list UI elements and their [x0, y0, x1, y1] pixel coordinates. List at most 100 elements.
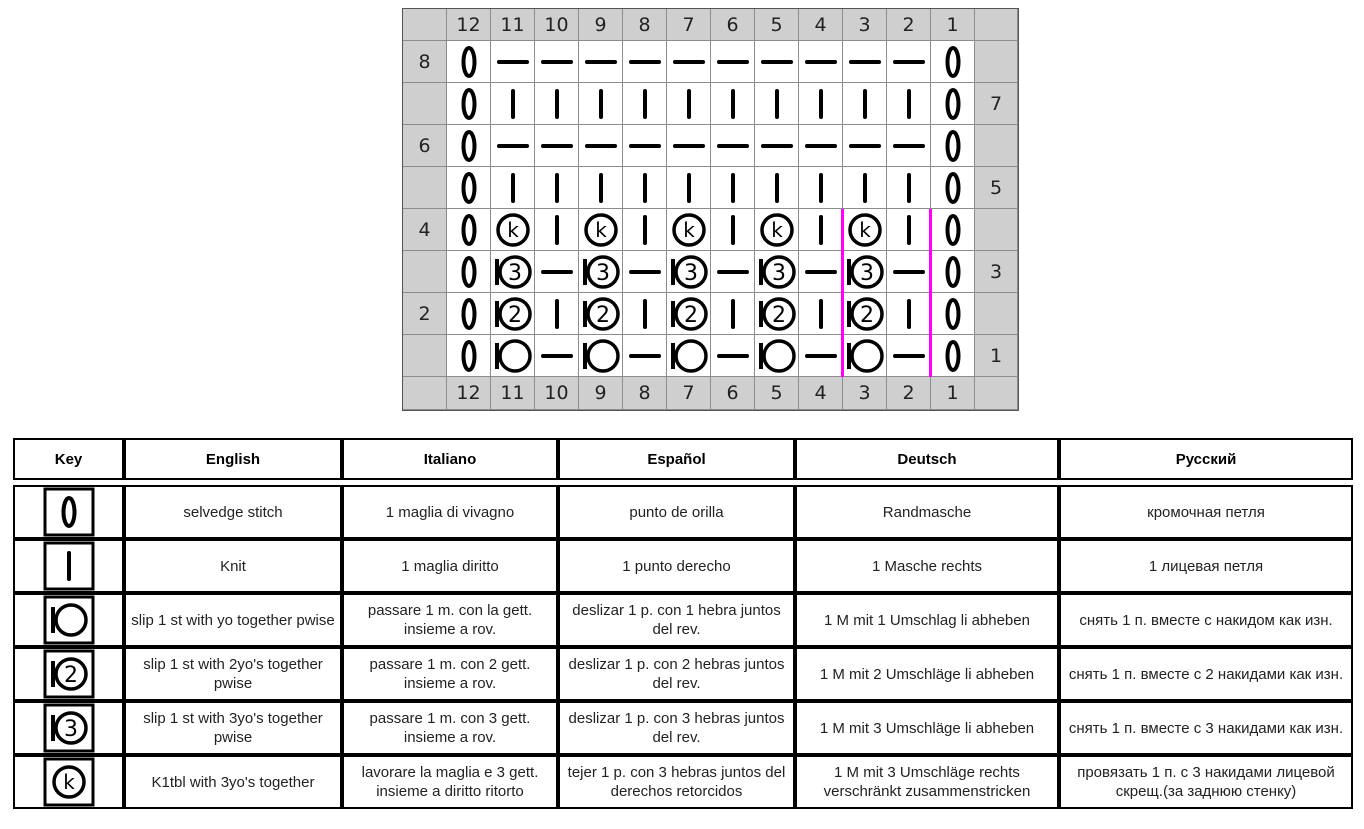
legend-text-it: passare 1 m. con 2 gett. insieme a rov.: [342, 647, 558, 701]
purl-icon: [629, 354, 661, 358]
legend-text-it: 1 maglia diritto: [342, 539, 558, 593]
sl1yo-icon: [583, 339, 620, 373]
purl-icon: [585, 144, 617, 148]
legend-text-ru: снять 1 п. вместе с накидом как изн.: [1059, 593, 1353, 647]
knit-icon: [731, 215, 735, 245]
row-number-left: [403, 251, 447, 293]
stitch-cell-selvedge: [447, 209, 491, 251]
knit-icon: [643, 173, 647, 203]
stitch-cell-sl3yo: 3: [491, 251, 535, 293]
knit-icon: [731, 299, 735, 329]
stitch-cell-knit: [623, 83, 667, 125]
purl-icon: [805, 60, 837, 64]
stitch-cell-purl: [711, 251, 755, 293]
stitch-cell-purl: [799, 41, 843, 83]
legend-text-en: selvedge stitch: [124, 485, 342, 539]
legend-text-it: passare 1 m. con la gett. insieme a rov.: [342, 593, 558, 647]
sl1yo-icon: [759, 339, 796, 373]
stitch-cell-knit: [887, 209, 931, 251]
svg-text:k: k: [595, 218, 607, 242]
purl-icon: [673, 144, 705, 148]
legend-text-de: 1 Masche rechts: [795, 539, 1059, 593]
legend-key-cell: [13, 593, 124, 647]
legend-text-ru: снять 1 п. вместе с 3 накидами как изн.: [1059, 701, 1353, 755]
svg-text:2: 2: [508, 303, 522, 328]
stitch-cell-purl: [535, 251, 579, 293]
selvedge-icon: [461, 256, 477, 288]
selvedge-icon: [461, 88, 477, 120]
purl-icon: [629, 270, 661, 274]
knit-icon: [907, 215, 911, 245]
row-number-right: 1: [975, 335, 1018, 377]
stitch-cell-selvedge: [447, 125, 491, 167]
column-number-bottom: 1: [931, 377, 975, 410]
legend-text-en: slip 1 st with yo together pwise: [124, 593, 342, 647]
stitch-cell-knit: [711, 209, 755, 251]
sl1yo-icon: [495, 339, 532, 373]
column-number-top: 4: [799, 9, 843, 41]
column-number-top: 6: [711, 9, 755, 41]
stitch-cell-purl: [843, 125, 887, 167]
knit-icon: [43, 541, 94, 591]
stitch-cell-sl2yo: 2: [667, 293, 711, 335]
purl-icon: [761, 60, 793, 64]
selvedge-icon: [461, 298, 477, 330]
svg-text:3: 3: [64, 717, 78, 742]
knit-icon: [511, 89, 515, 119]
column-number-bottom: 4: [799, 377, 843, 410]
purl-icon: [893, 144, 925, 148]
selvedge-icon: [461, 130, 477, 162]
svg-text:k: k: [683, 218, 695, 242]
k1tbl3-icon: k: [760, 213, 794, 247]
column-number-top: 3: [843, 9, 887, 41]
purl-icon: [761, 144, 793, 148]
purl-icon: [497, 144, 529, 148]
sl3yo-icon: 3: [671, 255, 708, 289]
stitch-cell-knit: [843, 83, 887, 125]
svg-text:2: 2: [64, 663, 78, 688]
stitch-cell-knit: [799, 83, 843, 125]
purl-icon: [849, 144, 881, 148]
legend-text-it: passare 1 m. con 3 gett. insieme a rov.: [342, 701, 558, 755]
knit-icon: [555, 89, 559, 119]
stitch-cell-sl1yo: [579, 335, 623, 377]
purl-icon: [541, 354, 573, 358]
header-english: English: [124, 438, 342, 480]
stitch-cell-knit: [887, 83, 931, 125]
row-number-left: [403, 83, 447, 125]
purl-icon: [585, 60, 617, 64]
header-key: Key: [13, 438, 124, 480]
stitch-cell-purl: [887, 335, 931, 377]
svg-text:3: 3: [772, 261, 786, 286]
svg-text:2: 2: [772, 303, 786, 328]
stitch-cell-purl: [755, 125, 799, 167]
stitch-cell-sl1yo: [667, 335, 711, 377]
knit-icon: [555, 173, 559, 203]
stitch-cell-sl3yo: 3: [579, 251, 623, 293]
row-number-right: 3: [975, 251, 1018, 293]
purl-icon: [805, 144, 837, 148]
column-number-top: 1: [931, 9, 975, 41]
stitch-cell-knit: [711, 167, 755, 209]
knit-icon: [819, 89, 823, 119]
legend-key-cell: 2: [13, 647, 124, 701]
legend-text-de: 1 M mit 2 Umschläge li abheben: [795, 647, 1059, 701]
stitch-cell-knit: [535, 293, 579, 335]
stitch-cell-purl: [755, 41, 799, 83]
row-number-left: 4: [403, 209, 447, 251]
purl-icon: [717, 60, 749, 64]
row-number-left: [403, 335, 447, 377]
stitch-cell-selvedge: [931, 167, 975, 209]
legend-text-de: Randmasche: [795, 485, 1059, 539]
k1tbl3-icon: k: [848, 213, 882, 247]
stitch-cell-purl: [579, 125, 623, 167]
legend-text-it: lavorare la maglia e 3 gett. insieme a d…: [342, 755, 558, 809]
legend-text-de: 1 M mit 3 Umschläge li abheben: [795, 701, 1059, 755]
stitch-cell-purl: [799, 125, 843, 167]
row-number-right: [975, 293, 1018, 335]
purl-icon: [717, 354, 749, 358]
header-espanol: Español: [558, 438, 795, 480]
